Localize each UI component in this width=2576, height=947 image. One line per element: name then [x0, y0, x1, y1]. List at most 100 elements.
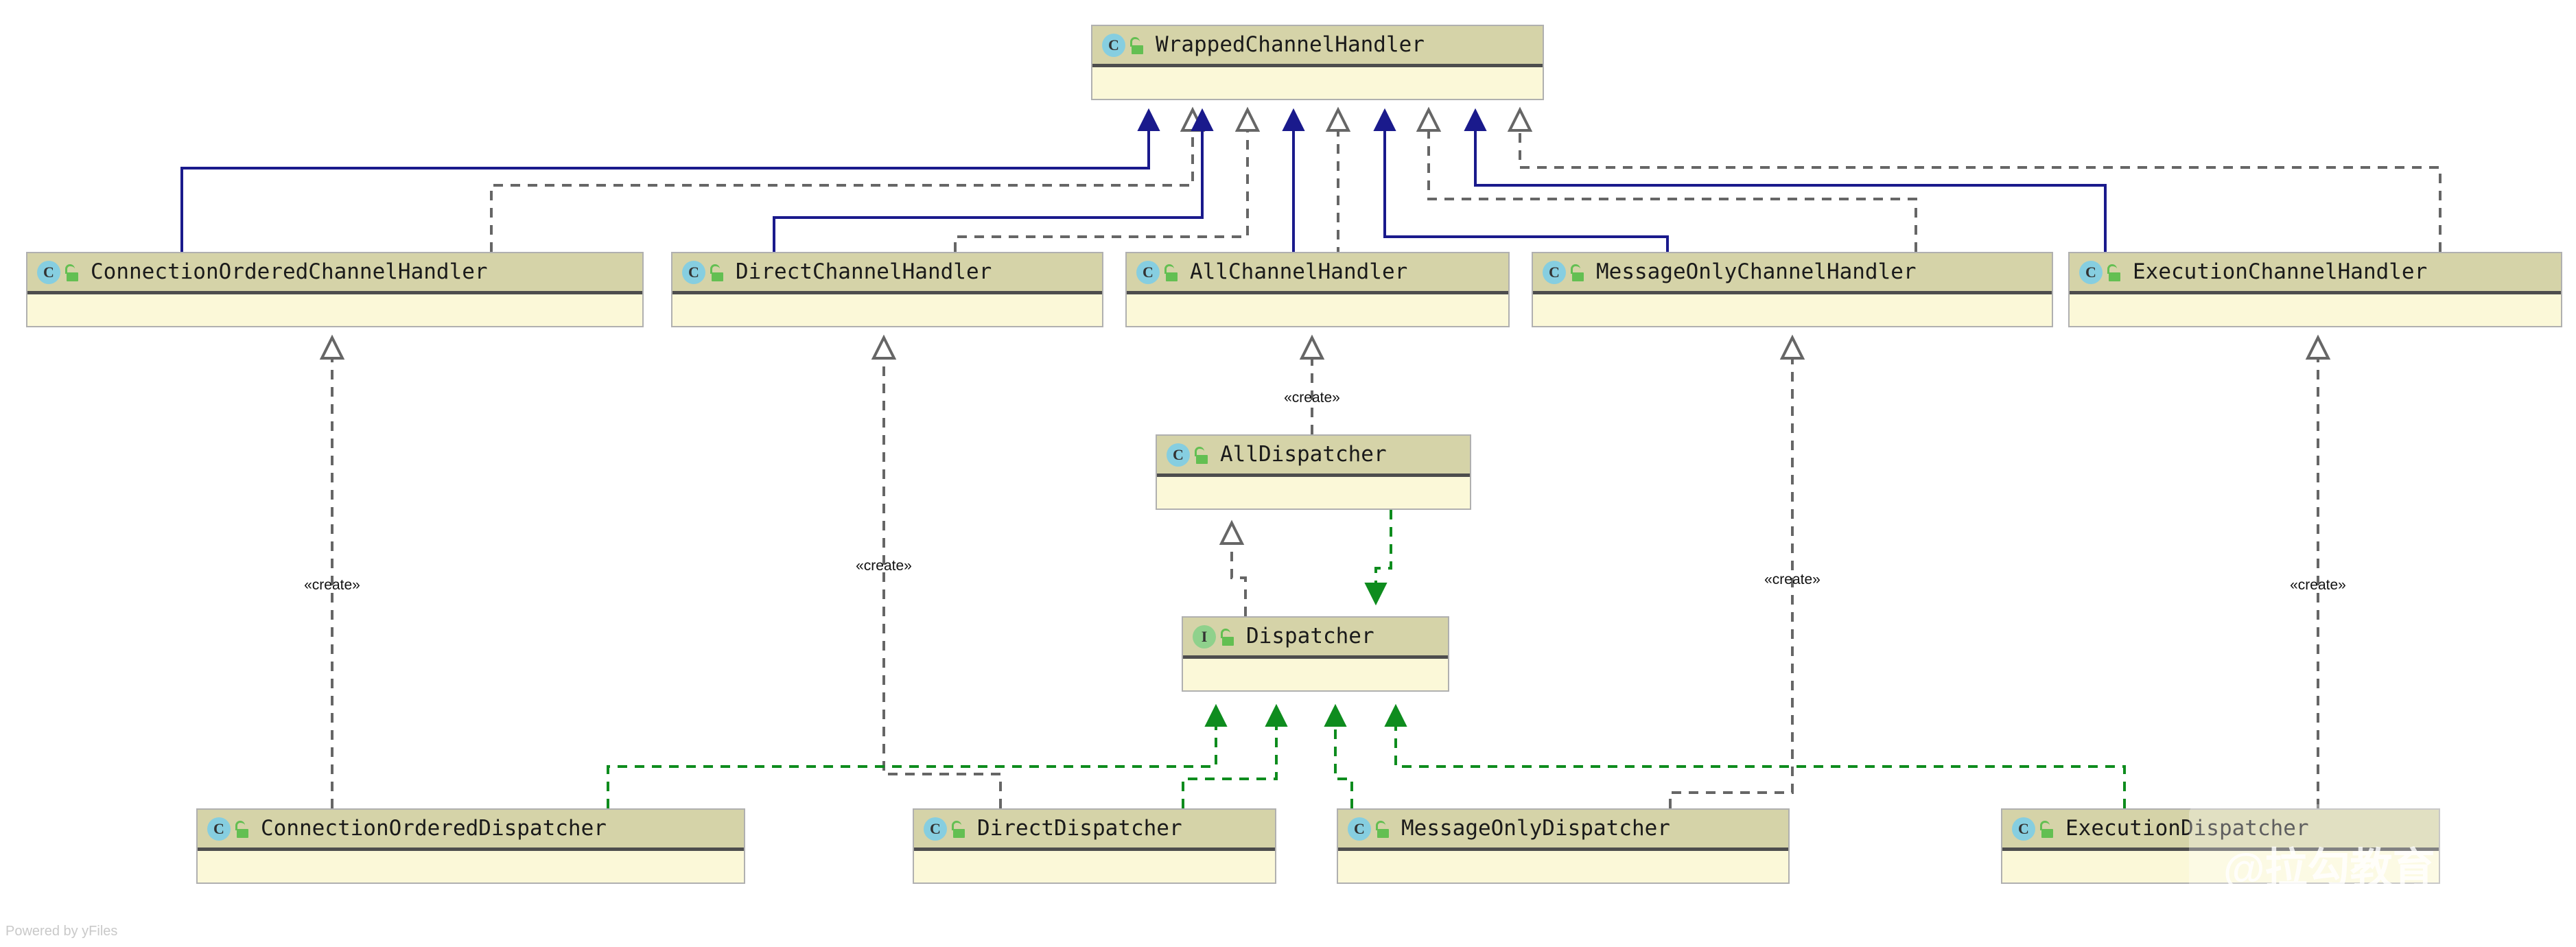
edge-create-direct: [882, 357, 1002, 808]
class-badge-icon: C: [1102, 33, 1125, 57]
edge-dep-connectionordered: [490, 129, 1194, 252]
arrowhead-dep-all: [1325, 106, 1351, 132]
class-node-name: AllDispatcher: [1220, 442, 1387, 467]
arrowhead-create-messageonly: [1779, 334, 1805, 360]
class-badge-icon: C: [682, 260, 705, 284]
class-badge-icon: C: [1348, 817, 1371, 841]
arrowhead-dep-connectionordered: [1180, 106, 1206, 132]
class-node-members: [27, 294, 642, 326]
class-node-name: ConnectionOrderedChannelHandler: [91, 259, 488, 284]
arrowhead-create-direct: [871, 334, 897, 360]
arrowhead-create-alldispatcher: [1299, 334, 1325, 360]
class-node-header: C MessageOnlyChannelHandler: [1533, 253, 2052, 294]
open-padlock-icon: [1128, 36, 1146, 54]
arrowhead-dep-execution: [1507, 106, 1533, 132]
edge-gen-direct: [773, 129, 1204, 252]
class-node-WrappedChannelHandler[interactable]: C WrappedChannelHandler: [1091, 25, 1544, 100]
arrowhead-create-connectionordered: [319, 334, 345, 360]
class-node-name: ExecutionDispatcher: [2065, 816, 2309, 841]
class-node-AllDispatcher[interactable]: C AllDispatcher: [1156, 434, 1471, 510]
arrowhead-dep-messageonly: [1416, 106, 1442, 132]
edge-label-create-messageonly: «create»: [1764, 572, 1820, 587]
edge-dep-messageonly: [1427, 129, 1917, 252]
class-node-DirectDispatcher[interactable]: C DirectDispatcher: [913, 808, 1276, 884]
class-node-header: I Dispatcher: [1183, 618, 1448, 659]
class-node-header: C DirectChannelHandler: [672, 253, 1102, 294]
class-node-members: [2070, 294, 2561, 326]
open-padlock-icon: [1374, 820, 1392, 838]
class-node-Dispatcher[interactable]: I Dispatcher: [1182, 616, 1449, 692]
class-node-name: DirectChannelHandler: [736, 259, 992, 284]
arrowhead-real-connectionordered: [1204, 703, 1228, 727]
open-padlock-icon: [1219, 628, 1237, 646]
class-node-members: [1533, 294, 2052, 326]
open-padlock-icon: [1569, 264, 1586, 281]
arrowhead-gen-direct: [1191, 108, 1214, 131]
class-node-MessageOnlyChannelHandler[interactable]: C MessageOnlyChannelHandler: [1532, 252, 2053, 327]
arrowhead-create-execution: [2305, 334, 2331, 360]
edge-real-alldispatcher: [1374, 510, 1392, 585]
class-node-members: [1127, 294, 1508, 326]
edge-gen-messageonly: [1383, 129, 1669, 252]
edge-dep-alldispatcher-dispatcher: [1230, 542, 1247, 616]
arrowhead-real-messageonly: [1324, 703, 1347, 727]
edge-dep-execution: [1519, 129, 2442, 252]
arrowhead-dep-alldispatcher-dispatcher: [1219, 519, 1245, 545]
class-node-members: [1183, 659, 1448, 690]
class-node-DirectChannelHandler[interactable]: C DirectChannelHandler: [671, 252, 1103, 327]
open-padlock-icon: [1193, 446, 1210, 464]
open-padlock-icon: [233, 820, 251, 838]
class-node-header: C AllDispatcher: [1157, 436, 1470, 477]
arrowhead-gen-all: [1282, 108, 1305, 131]
edge-real-messageonly: [1334, 725, 1353, 808]
class-node-ConnectionOrderedDispatcher[interactable]: C ConnectionOrderedDispatcher: [196, 808, 745, 884]
class-node-name: Dispatcher: [1246, 624, 1374, 648]
open-padlock-icon: [2038, 820, 2056, 838]
class-node-header: C WrappedChannelHandler: [1092, 26, 1543, 67]
edge-gen-connectionordered: [180, 129, 1150, 252]
class-badge-icon: C: [924, 817, 947, 841]
class-node-header: C ExecutionDispatcher: [2002, 810, 2439, 851]
arrowhead-gen-messageonly: [1373, 108, 1396, 131]
edge-real-direct: [1182, 725, 1278, 808]
edge-dep-direct: [954, 129, 1249, 252]
class-badge-icon: C: [2012, 817, 2035, 841]
edge-real-execution: [1394, 725, 2126, 808]
class-node-members: [672, 294, 1102, 326]
class-node-members: [2002, 851, 2439, 882]
class-badge-icon: C: [1167, 443, 1190, 467]
edge-real-connectionordered: [607, 725, 1217, 808]
class-node-members: [1092, 67, 1543, 99]
edge-dep-all: [1337, 129, 1415, 261]
arrowhead-gen-connectionordered: [1137, 108, 1160, 131]
edge-label-create-alldispatcher: «create»: [1284, 390, 1340, 406]
interface-badge-icon: I: [1193, 624, 1216, 648]
edge-label-create-connectionordered: «create»: [304, 577, 360, 593]
class-badge-icon: C: [207, 817, 231, 841]
class-badge-icon: C: [1543, 260, 1566, 284]
open-padlock-icon: [708, 264, 726, 281]
class-node-members: [1157, 477, 1470, 508]
class-node-name: ConnectionOrderedDispatcher: [261, 816, 607, 841]
edge-gen-all: [1220, 129, 1295, 259]
edge-label-create-direct: «create»: [856, 558, 912, 574]
class-node-name: WrappedChannelHandler: [1156, 32, 1425, 57]
class-node-name: AllChannelHandler: [1190, 259, 1408, 284]
class-node-members: [914, 851, 1275, 882]
class-node-name: MessageOnlyChannelHandler: [1596, 259, 1917, 284]
open-padlock-icon: [1162, 264, 1180, 281]
class-node-ExecutionDispatcher[interactable]: C ExecutionDispatcher: [2001, 808, 2440, 884]
class-node-name: DirectDispatcher: [977, 816, 1182, 841]
class-node-header: C DirectDispatcher: [914, 810, 1275, 851]
open-padlock-icon: [2105, 264, 2123, 281]
class-badge-icon: C: [2079, 260, 2103, 284]
